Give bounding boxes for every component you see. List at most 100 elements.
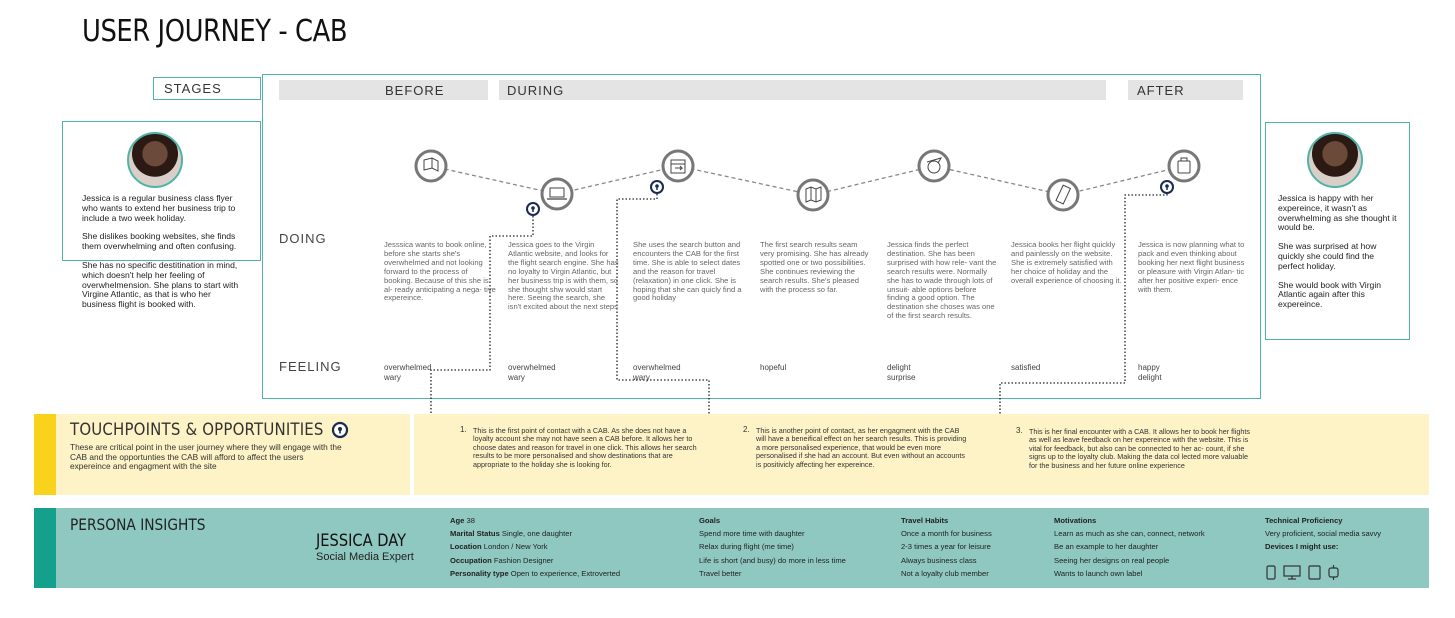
goal-item: Life is short (and busy) do more in less… — [699, 555, 846, 565]
doing-step-2: Jessica goes to the Virgin Atlantic webs… — [508, 240, 619, 312]
goal-item: Spend more time with daughter — [699, 529, 805, 539]
persona-after-p2: She was surprised at how quickly she cou… — [1278, 241, 1377, 271]
touchpoints-divider — [410, 414, 414, 495]
feeling-label: FEELING — [279, 359, 342, 374]
touchpoint-marker-3 — [1160, 180, 1174, 194]
avatar-after — [1307, 132, 1363, 188]
feeling-word: happy — [1138, 363, 1160, 372]
doing-step-6: Jessica books her flight quickly and pai… — [1011, 240, 1122, 285]
feeling-step-6: satisfied — [1011, 363, 1040, 373]
connector-2 — [616, 187, 738, 433]
feeling-step-4: hopeful — [760, 363, 786, 373]
journey-frame — [262, 74, 1261, 399]
demo-marital: Marital Status Single, one daughter — [450, 529, 573, 539]
note-text: This is her final encounter with a CAB. … — [1029, 427, 1250, 470]
feeling-word: overwhelmed — [633, 363, 681, 372]
note-number: 1. — [460, 425, 467, 434]
feeling-word: hopeful — [760, 363, 787, 372]
feeling-word: delight — [1138, 372, 1162, 382]
watch-icon — [1328, 565, 1339, 580]
touchpoints-accent — [34, 414, 56, 495]
doing-step-7: Jessica is now planning what to pack and… — [1138, 240, 1245, 294]
goals-title: Goals — [699, 516, 721, 525]
persona-after-p3: She would book with Virgin Atlantic agai… — [1278, 279, 1382, 310]
persona-before-p2: She dislikes booking websites, she finds… — [82, 231, 237, 252]
note-text: This is the first point of contact with … — [473, 426, 697, 469]
persona-insights-bar — [34, 508, 1429, 588]
stage-before: BEFORE — [279, 80, 488, 100]
demo-age: Age 38 — [450, 516, 475, 525]
persona-tech: Technical Proficiency Very proficient, s… — [1265, 514, 1420, 554]
demo-location: Location London / New York — [450, 542, 548, 552]
goal-item: Travel better — [699, 568, 742, 578]
touchpoint-marker-2 — [650, 180, 664, 194]
feeling-word: satisfied — [1011, 363, 1041, 372]
feeling-word: overwhelmed — [508, 363, 556, 372]
device-icons — [1266, 565, 1339, 580]
connector-3 — [999, 187, 1168, 433]
motivation-item: Wants to launch own label — [1054, 568, 1143, 578]
map-icon — [414, 149, 448, 183]
touchpoint-note-1: 1. This is the first point of contact wi… — [460, 425, 705, 469]
demo-occupation: Occupation Fashion Designer — [450, 555, 554, 565]
motivations-title: Motivations — [1054, 516, 1097, 525]
touchpoints-bar — [34, 414, 1429, 495]
persona-before-text: Jessica is a regular business class flye… — [82, 193, 244, 319]
feeling-word: wary — [633, 372, 650, 382]
persona-after-text: Jessica is happy with her expereince, it… — [1278, 193, 1398, 319]
stages-label: STAGES — [153, 77, 261, 100]
calendar-icon — [661, 149, 695, 183]
avatar-before — [127, 132, 183, 188]
doing-step-3: She uses the search button and encounter… — [633, 240, 742, 303]
feeling-word: wary — [384, 372, 401, 382]
persona-travel-habits: Travel Habits Once a month for business … — [901, 514, 1041, 580]
persona-goals: Goals Spend more time with daughter Rela… — [699, 514, 889, 580]
doing-label: DOING — [279, 231, 327, 246]
touchpoints-title: TOUCHPOINTS & OPPORTUNITIES — [70, 420, 324, 440]
persona-after-p1: Jessica is happy with her expereince, it… — [1278, 193, 1397, 233]
suitcase-icon — [1167, 149, 1201, 183]
feeling-word: surprise — [887, 372, 916, 382]
touchpoint-marker-1 — [526, 202, 540, 216]
laptop-icon — [540, 177, 574, 211]
persona-insights-title: PERSONA INSIGHTS — [70, 515, 206, 534]
tablet-icon — [1308, 565, 1321, 580]
motivation-item: Learn as much as she can, connect, netwo… — [1054, 529, 1205, 539]
persona-insights-accent — [34, 508, 56, 588]
touchpoint-note-2: 2. This is another point of contact, as … — [743, 425, 968, 469]
tech-value: Very proficient, social media savvy — [1265, 529, 1382, 539]
motivation-item: Seeing her designs on real people — [1054, 555, 1170, 565]
note-text: This is another point of contact, as her… — [756, 426, 967, 469]
doing-step-4: The first search results seam very promi… — [760, 240, 869, 294]
travel-item: Once a month for business — [901, 529, 992, 539]
persona-motivations: Motivations Learn as much as she can, co… — [1054, 514, 1244, 580]
motivation-item: Be an example to her daughter — [1054, 542, 1159, 552]
doing-step-1: Jesssica wants to book online, before sh… — [384, 240, 496, 303]
persona-demographics: Age 38 Marital Status Single, one daught… — [450, 514, 680, 580]
travel-title: Travel Habits — [901, 516, 949, 525]
ticket-icon — [1046, 178, 1080, 212]
touchpoints-description: These are critical point in the user jou… — [70, 442, 342, 472]
persona-role: Social Media Expert — [316, 551, 414, 563]
folded-map-icon — [796, 178, 830, 212]
tech-title: Technical Proficiency — [1265, 516, 1343, 525]
desktop-icon — [1283, 565, 1301, 580]
travel-item: Not a loyalty club member — [901, 568, 989, 578]
feeling-word: delight — [887, 363, 911, 372]
devices-label: Devices I might use: — [1265, 542, 1339, 552]
persona-name: JESSICA DAY — [316, 531, 407, 551]
note-number: 2. — [743, 425, 750, 434]
persona-before-p3: She has no specific destitination in min… — [82, 259, 239, 310]
goal-item: Relax during flight (me time) — [699, 542, 794, 552]
travel-item: Always business class — [901, 555, 977, 565]
stage-during: DURING — [499, 80, 1106, 100]
doing-step-5: Jessica finds the perfect destination. S… — [887, 240, 997, 321]
persona-before-p1: Jessica is a regular business class flye… — [82, 193, 236, 223]
touchpoint-legend-icon — [331, 421, 349, 439]
plane-globe-icon — [917, 149, 951, 183]
